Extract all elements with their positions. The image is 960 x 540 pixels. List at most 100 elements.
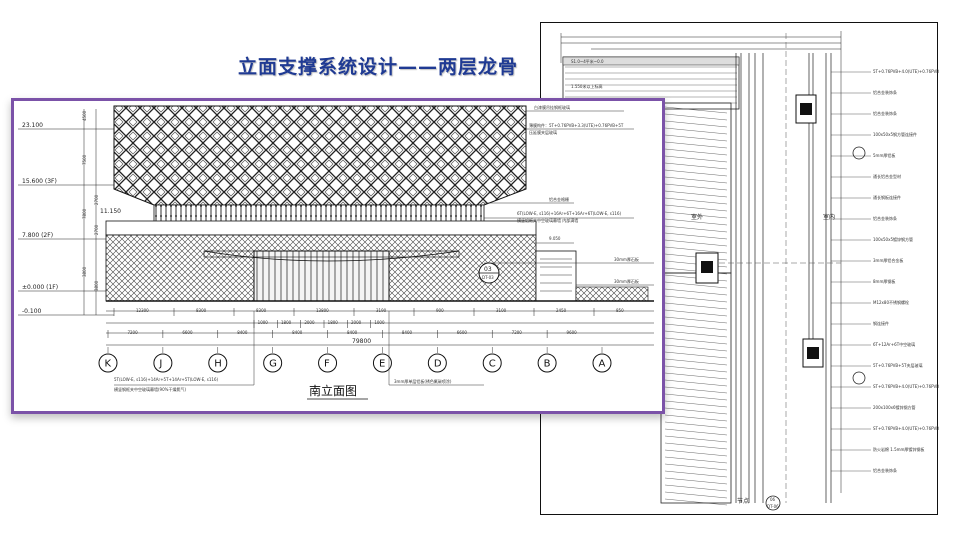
dim-r2-3: 1800 — [328, 320, 339, 325]
detail-label-top: S1.0~4平米~0.0 — [571, 58, 604, 64]
dim-r3-7: 7200 — [512, 330, 523, 335]
detail-note-16: 200x100x6镀锌钢方管 — [873, 404, 916, 410]
level-0: ±0.000 (1F) — [22, 284, 58, 291]
dim-r1-7: 2450 — [556, 308, 567, 313]
dim-r1-0: 12300 — [136, 308, 149, 313]
axis-bubble-F — [318, 353, 338, 373]
glass-note-1: 5T(LOW-E, s116)+14Ar+5T+14Ar+5T(LOW-E, s… — [114, 377, 219, 382]
axis-label-C: C — [489, 359, 496, 370]
detail-callout-bottom: DT-06 — [767, 504, 779, 509]
callout-top: 03 — [484, 266, 492, 273]
detail-label-level: 1.550米以上标高 — [571, 83, 602, 89]
detail-note-8: 100x50x5镀锌钢方管 — [873, 236, 913, 242]
axis-bubble-C — [482, 353, 502, 373]
axis-label-A: A — [599, 359, 606, 370]
level-23100: 23.100 — [22, 122, 43, 129]
dim-r1-2: 8300 — [256, 308, 267, 313]
dim-r1-8: 850 — [616, 308, 624, 313]
axis-label-F: F — [324, 359, 330, 370]
note-grille: 铝合金格栅 — [549, 196, 569, 202]
dim-r2-2: 2000 — [304, 320, 315, 325]
dim-r2-1: 1800 — [281, 320, 292, 325]
note-film-glass: 白漆膜吊挂钢框玻璃 — [534, 104, 570, 110]
dim-r2-0: 1000 — [258, 320, 269, 325]
detail-note-11: M12x80不锈钢螺栓 — [873, 299, 909, 305]
detail-note-14: 5T+0.76PVB+5T夹层玻璃 — [873, 362, 922, 368]
glass-note-2: 横竖钢框夹中空玻璃幕墙(90%干燥氮气) — [114, 386, 186, 392]
detail-note-12: 钢连接件 — [873, 320, 889, 326]
level-11150: 11.150 — [100, 208, 121, 215]
dim-3800b: 3800 — [94, 280, 99, 291]
note-stone-1: 30mm厚石板 — [614, 256, 639, 262]
axis-label-H: H — [214, 359, 222, 370]
level-minus: -0.100 — [22, 308, 42, 315]
detail-callout-top: 06 — [770, 497, 776, 502]
axis-label-J: J — [158, 359, 162, 370]
detail-note-7: 铝合金装饰条 — [873, 215, 897, 221]
dim-2700b: 2700 — [94, 224, 99, 235]
note-lowe: 6T(LOW-E, s116)+16Ar+6T+16Ar+6T(LOW-E, s… — [517, 211, 622, 216]
dim-r2-5: 1000 — [374, 320, 385, 325]
dim-r1-1: 8300 — [196, 308, 207, 313]
note-9050: 9.050 — [549, 236, 561, 241]
drawing-title: 南立面图 — [309, 383, 357, 398]
axis-bubble-J — [153, 353, 173, 373]
slide-title: 立面支撑系统设计——两层龙骨 — [238, 56, 519, 78]
detail-section-label: 节点 — [737, 497, 749, 505]
dim-r3-0: 7200 — [127, 330, 138, 335]
level-7800: 7.800 (2F) — [22, 232, 53, 239]
detail-note-6: 通长钢板连接件 — [873, 194, 901, 200]
dim-r3-8: 9600 — [567, 330, 578, 335]
axis-label-D: D — [434, 359, 442, 370]
axis-label-G: G — [269, 359, 277, 370]
detail-note-1: 铝合金装饰条 — [873, 89, 897, 95]
detail-note-3: 100x50x5钢方管连接件 — [873, 131, 917, 137]
dim-r3-5: 8400 — [402, 330, 413, 335]
detail-note-5: 通长铝合金型材 — [873, 173, 901, 179]
steel-note: 3mm厚单层铝板(锈色氟碳喷涂) — [394, 378, 452, 384]
dim-3800: 3800 — [82, 266, 87, 277]
detail-label-outdoor: 室外 — [691, 213, 703, 221]
axis-bubble-B — [537, 353, 557, 373]
axis-bubble-E — [372, 353, 392, 373]
dim-r3-2: 8400 — [237, 330, 248, 335]
dim-4500: 4500 — [82, 110, 87, 121]
detail-note-13: 6T+12Ar+6T中空玻璃 — [873, 341, 915, 347]
detail-note-10: 8mm厚钢板 — [873, 278, 895, 284]
dim-r3-6: 6600 — [457, 330, 468, 335]
callout-bottom: DT-03 — [482, 275, 494, 280]
level-15600: 15.600 (3F) — [22, 178, 57, 185]
axis-bubble-G — [263, 353, 283, 373]
dim-7500: 7500 — [82, 154, 87, 165]
note-stone-2: 30mm厚石板 — [614, 278, 639, 284]
dim-7800: 7800 — [82, 208, 87, 219]
dim-2700a: 2700 — [94, 194, 99, 205]
dim-r3-3: 8400 — [292, 330, 303, 335]
detail-note-9: 3mm厚铝合金板 — [873, 257, 903, 263]
detail-label-indoor: 室内 — [823, 213, 835, 221]
axis-bubble-H — [208, 353, 228, 373]
detail-note-18: 防火岩棉 1.5mm厚镀锌钢板 — [873, 446, 924, 452]
note-curtainwall: 横竖铝框夹中空玻璃幕墙 内部满墙 — [517, 217, 578, 223]
note-laminated: 压延膜夹层玻璃 — [529, 129, 557, 135]
axis-label-E: E — [379, 359, 385, 370]
dim-r1-4: 3190 — [376, 308, 387, 313]
dim-r1-6: 3100 — [496, 308, 507, 313]
dim-r3-1: 6600 — [182, 330, 193, 335]
dim-total: 79800 — [352, 338, 371, 345]
south-elevation-drawing: 23.100 15.600 (3F) 7.800 (2F) ±0.000 (1F… — [11, 98, 665, 414]
axis-bubble-D — [427, 353, 447, 373]
detail-note-19: 铝合金装饰条 — [873, 467, 897, 473]
axis-label-K: K — [105, 359, 112, 370]
dim-r1-5: 900 — [436, 308, 444, 313]
axis-bubble-A — [592, 353, 612, 373]
axis-label-B: B — [544, 359, 551, 370]
axis-bubble-K — [98, 353, 118, 373]
elevation-svg: 23.100 15.600 (3F) 7.800 (2F) ±0.000 (1F… — [18, 104, 654, 400]
dim-r1-3: 13800 — [316, 308, 329, 313]
detail-note-2: 铝合金装饰条 — [873, 110, 897, 116]
dim-r3-4: 8400 — [347, 330, 358, 335]
